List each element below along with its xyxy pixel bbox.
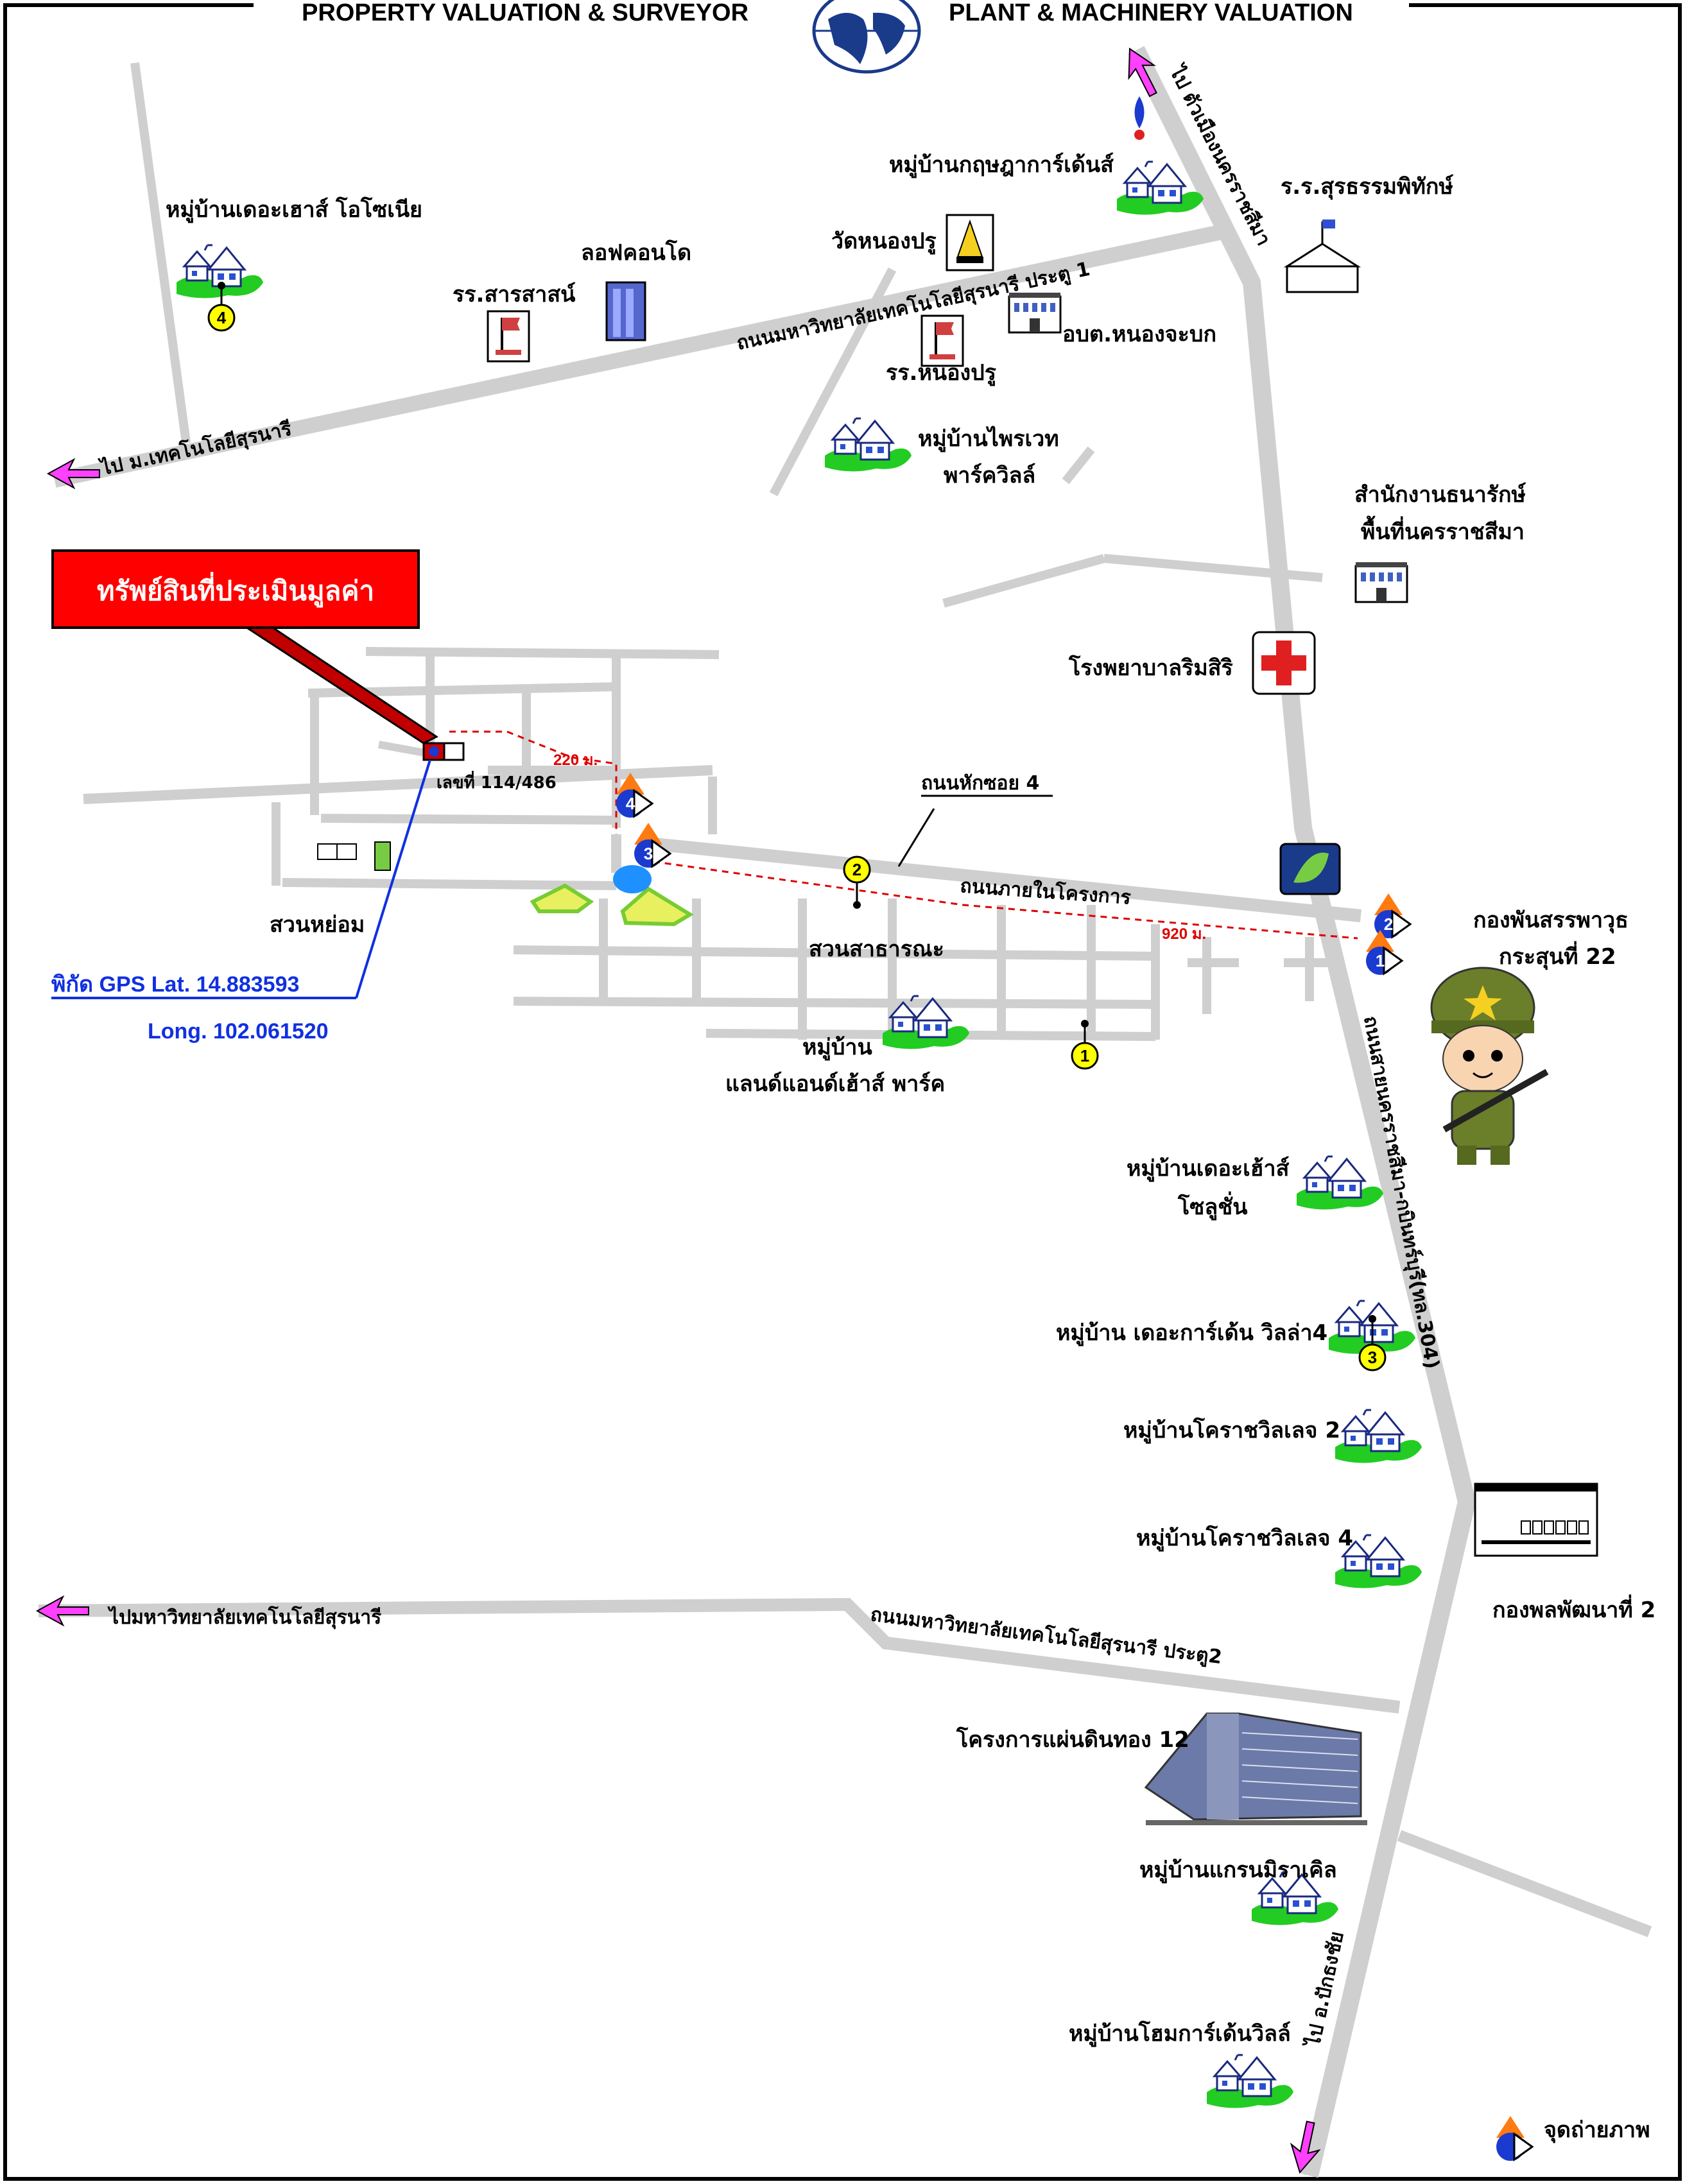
school-icon-nongparu — [920, 314, 964, 367]
soldier-icon — [1430, 967, 1549, 1165]
school-icon-sarasas — [487, 310, 530, 363]
label-grand-miracle: หมู่บ้านแกรนมิราเคิล — [1139, 1857, 1337, 1884]
roads — [38, 46, 1652, 2178]
label-sarasas: รร.สารสาสน์ — [453, 282, 576, 307]
label-krisada: หมู่บ้านกฤษฎาการ์เด้นส์ — [889, 152, 1114, 178]
house-icon-osonia — [175, 244, 264, 300]
distance-920: 920 ม. — [1162, 925, 1206, 943]
house-icon-homegarden — [1205, 2054, 1295, 2110]
temple-icon — [946, 214, 994, 271]
property-number: เลขที่ 114/486 — [436, 770, 557, 793]
subject-property: ทรัพย์สินที่ประเมินมูลค่า เลขที่ 114/486 — [51, 549, 557, 793]
photo-marker-3-label: 3 — [644, 844, 653, 863]
label-nong-paru-school: รร.หนองปรู — [886, 360, 997, 386]
legend-photo-marker — [1495, 2115, 1534, 2162]
distance-220: 220 ม. — [553, 752, 598, 769]
gps-lat: พิกัด GPS Lat. 14.883593 — [51, 972, 299, 997]
label-suan-hyom: สวนหย่อม — [270, 912, 365, 938]
label-korat-ville-2: หมู่บ้านโคราชวิลเลจ 2 — [1123, 1417, 1340, 1444]
label-the-house-osonia: หมู่บ้านเดอะเฮาส์ โอโซเนีย — [166, 196, 422, 223]
label-the-house-solution-1: หมู่บ้านเดอะเฮ้าส์ — [1127, 1156, 1290, 1182]
house-icon-koratville2 — [1334, 1409, 1423, 1465]
header-left: PROPERTY VALUATION & SURVEYOR — [302, 0, 748, 26]
label-treasury-2: พื้นที่นครราชสีมา — [1361, 515, 1525, 545]
photo-marker-4-label: 4 — [626, 794, 635, 813]
label-public-park: สวนสาธารณะ — [809, 936, 944, 962]
header-right: PLANT & MACHINERY VALUATION — [949, 0, 1353, 26]
photo-marker-2-label: 2 — [1384, 915, 1393, 934]
road-to-sut-top: ไป ม.เทคโนโลยีสุรนารี — [97, 417, 294, 481]
photo-marker-1-label: 1 — [1376, 951, 1385, 970]
label-surathampitak: ร.ร.สุรธรรมพิทักษ์ — [1281, 174, 1454, 200]
label-army-2: กระสุนที่ 22 — [1499, 941, 1616, 970]
park-shapes — [530, 865, 694, 927]
label-land-house-2: แลนด์แอนด์เฮ้าส์ พาร์ค — [725, 1071, 945, 1097]
road-soi4: ถนนหักซอย 4 — [921, 772, 1039, 795]
label-paendin-thong: โครงการแผ่นดินทอง 12 — [956, 1726, 1189, 1753]
label-the-house-solution-2: โซลูชั่น — [1177, 1191, 1248, 1221]
building-icon-nongjabok — [1008, 291, 1062, 334]
label-loft-condo: ลอฟคอนโด — [581, 239, 691, 266]
yellow-marker-1-label: 1 — [1080, 1046, 1089, 1065]
barracks-icon — [1474, 1483, 1598, 1557]
label-treasury-1: สำนักงานธนารักษ์ — [1354, 482, 1526, 508]
label-praivet-2: พาร์ควิลล์ — [944, 463, 1035, 488]
house-icon-praivet — [824, 417, 913, 473]
label-hospital: โรงพยาบาลริมสิริ — [1068, 655, 1233, 681]
condo-icon — [605, 281, 646, 341]
label-wat-nong-paru: วัดหนองปรู — [831, 228, 937, 255]
fuel-icon — [1134, 96, 1145, 140]
house-icon-solution — [1295, 1155, 1385, 1211]
legend: จุดถ่ายภาพ — [1495, 2115, 1650, 2162]
legend-label: จุดถ่ายภาพ — [1544, 2117, 1650, 2144]
school-icon-surathampitak — [1283, 219, 1361, 293]
yellow-marker-2-label: 2 — [852, 860, 861, 879]
label-praivet-1: หมู่บ้านไพรเวท — [918, 426, 1059, 452]
suan-hyom-green — [374, 841, 391, 871]
label-nongjabok: อบต.หนองจะบก — [1062, 322, 1216, 347]
label-the-garden-villa: หมู่บ้าน เดอะการ์เด้น วิลล่า4 — [1056, 1320, 1327, 1346]
building-icon-treasury — [1354, 561, 1408, 603]
globe-icon — [812, 0, 921, 74]
yellow-marker-4-label: 4 — [217, 308, 227, 327]
arrow-west-bottom — [37, 1596, 89, 1626]
road-to-sut-bottom: ไปมหาวิทยาลัยเทคโนโลยีสุรนารี — [107, 1605, 381, 1629]
label-army-1: กองพันสรรพาวุธ — [1473, 907, 1629, 934]
label-home-garden: หมู่บ้านโฮมการ์เด้นวิลล์ — [1069, 2020, 1291, 2047]
gps-long: Long. 102.061520 — [148, 1019, 329, 1044]
property-label: ทรัพย์สินที่ประเมินมูลค่า — [97, 572, 374, 608]
highrise-icon — [1144, 1712, 1367, 1825]
label-dev-division: กองพลพัฒนาที่ 2 — [1492, 1594, 1655, 1623]
bank-icon — [1279, 843, 1341, 895]
yellow-marker-3-label: 3 — [1368, 1348, 1377, 1367]
hospital-icon — [1252, 631, 1316, 695]
label-korat-ville-4: หมู่บ้านโคราชวิลเลจ 4 — [1136, 1525, 1353, 1552]
label-land-house-1: หมู่บ้าน — [802, 1035, 872, 1061]
